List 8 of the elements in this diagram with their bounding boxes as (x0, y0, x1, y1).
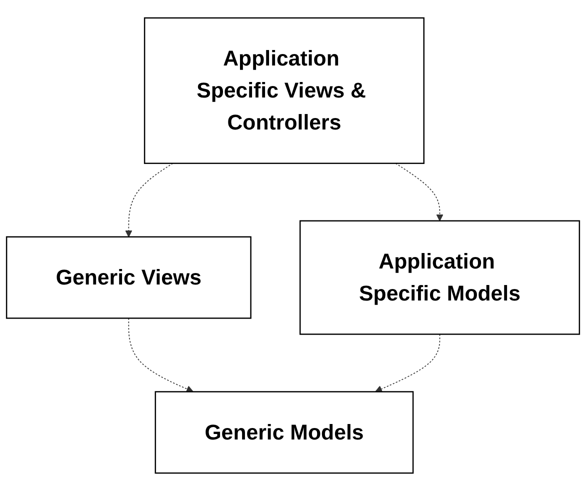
arrow (395, 162, 444, 222)
arrow (125, 162, 174, 238)
node-box: Generic Views (6, 236, 252, 319)
arrow (375, 334, 440, 392)
node-box: Generic Models (154, 391, 414, 474)
node-box: Application Specific Models (300, 220, 580, 335)
arrow (128, 318, 194, 392)
node-box: Application Specific Views & Controllers (144, 17, 424, 164)
